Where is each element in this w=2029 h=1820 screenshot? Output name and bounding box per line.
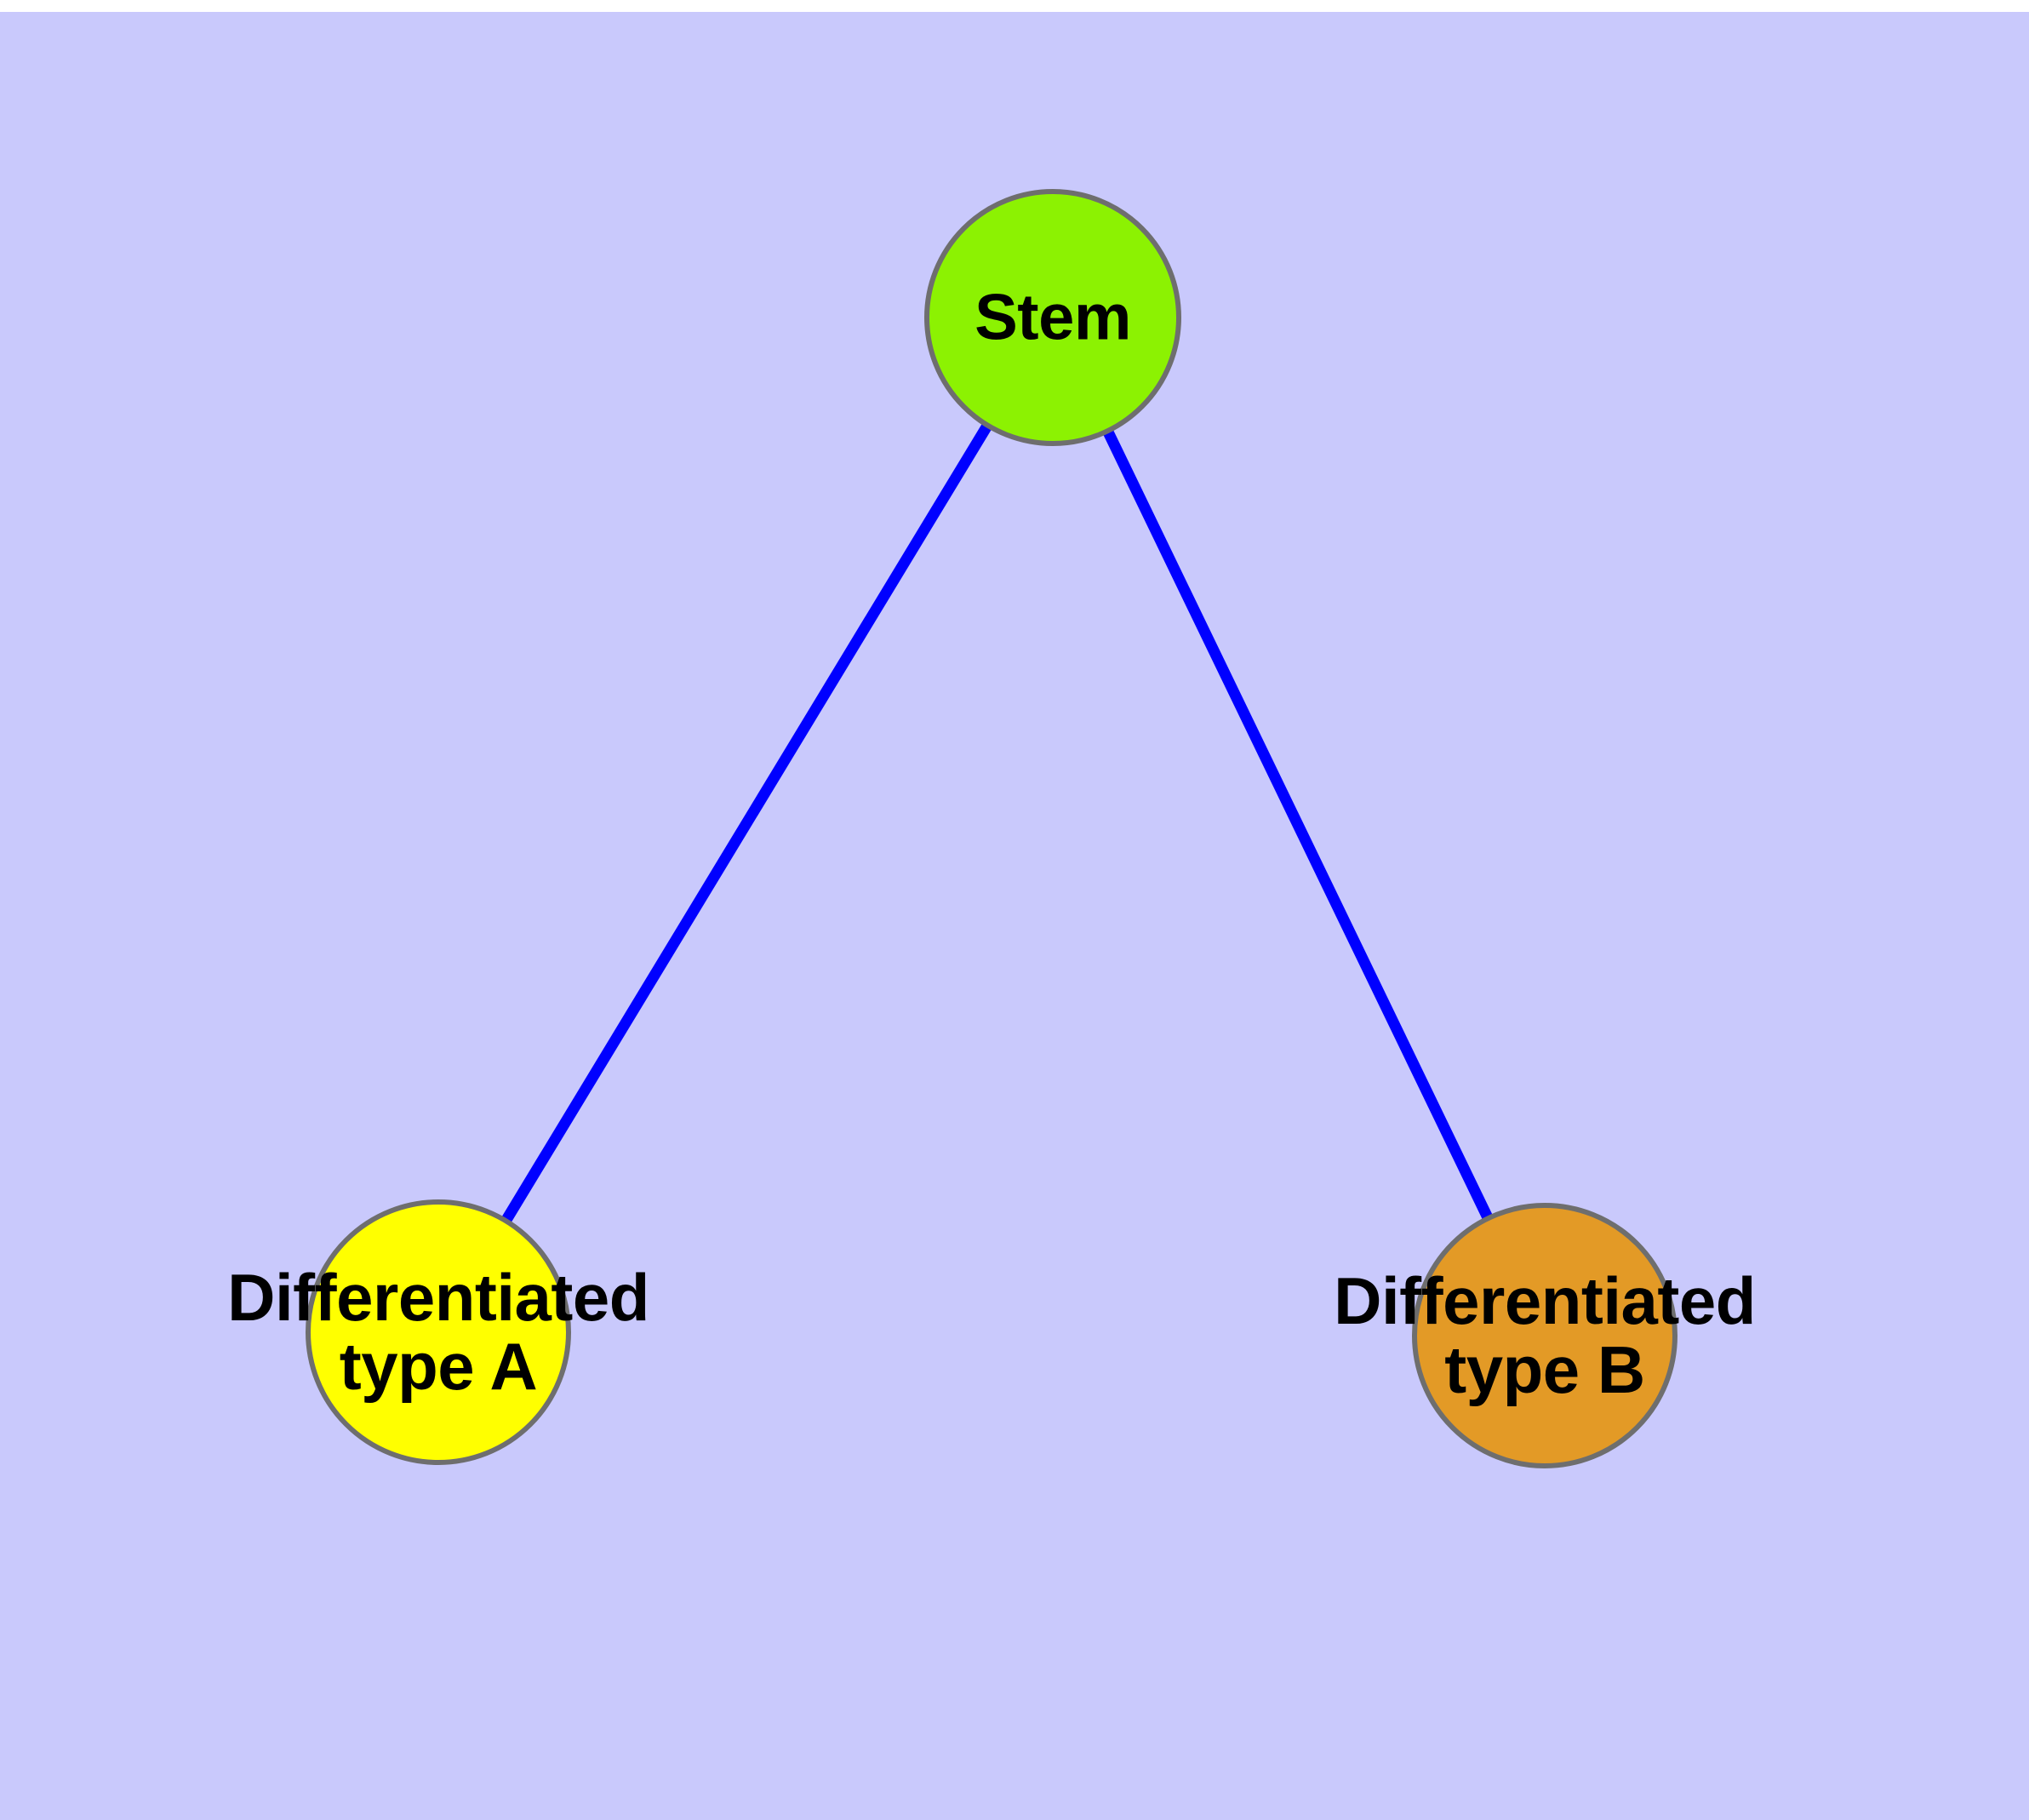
graph-svg bbox=[306, 189, 1677, 1468]
graph-node-diff_b[interactable] bbox=[1412, 1203, 1677, 1468]
graph-node-diff_a[interactable] bbox=[306, 1199, 571, 1465]
edges-group bbox=[496, 415, 1497, 1232]
graph-edge-stem-to-diff_a bbox=[496, 415, 997, 1232]
graph-edge-stem-to-diff_b bbox=[1099, 421, 1497, 1229]
graph-node-stem[interactable] bbox=[924, 189, 1181, 446]
nodes-group bbox=[306, 189, 1677, 1468]
